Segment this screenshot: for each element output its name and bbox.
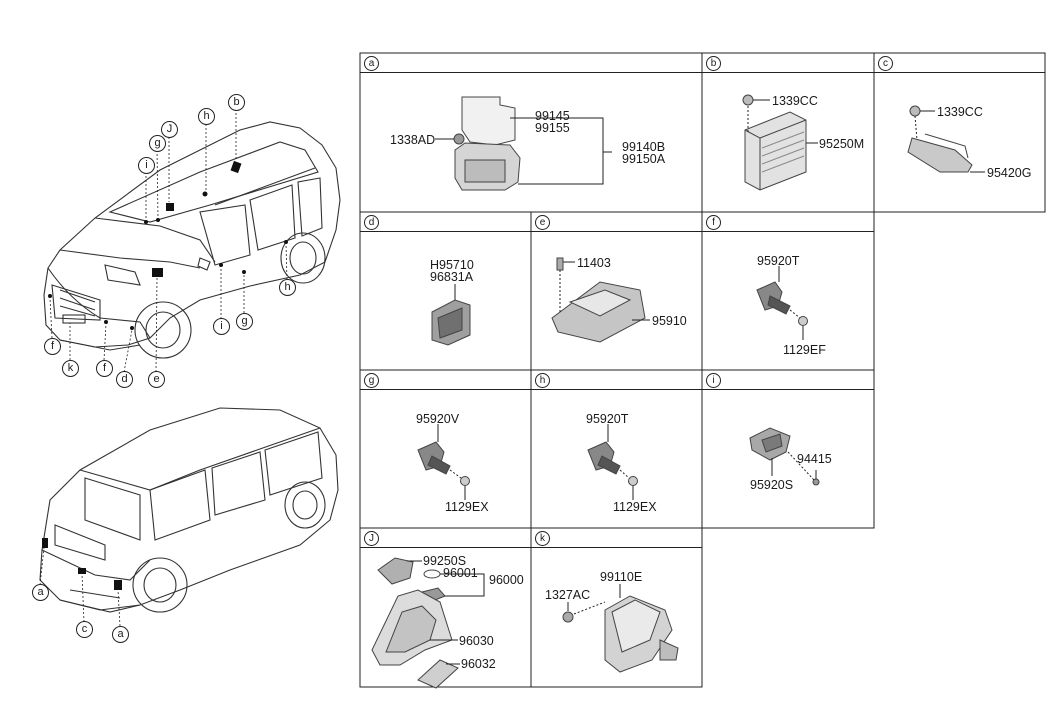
component-g-impact-sensor bbox=[417, 424, 470, 500]
cell-j-header: J bbox=[360, 528, 531, 548]
cell-d-header: d bbox=[360, 212, 531, 232]
callout-f-2: f bbox=[96, 360, 113, 377]
callout-a-2: a bbox=[112, 626, 129, 643]
component-j-camera-cover bbox=[371, 557, 485, 689]
part-number: 96000 bbox=[489, 573, 524, 587]
callout-f: f bbox=[44, 338, 61, 355]
component-k-radar-unit bbox=[562, 584, 679, 673]
cell-k-label: k bbox=[535, 531, 550, 546]
part-number: 1327AC bbox=[545, 588, 591, 602]
cell-a-header: a bbox=[360, 53, 702, 73]
part-number: 96032 bbox=[461, 657, 496, 671]
cell-j-label: J bbox=[364, 531, 379, 546]
component-e-airbag-ecu bbox=[551, 257, 650, 343]
part-number: 95920S bbox=[750, 478, 794, 492]
cell-d-label: d bbox=[364, 215, 379, 230]
callout-j: J bbox=[161, 121, 178, 138]
callout-h: h bbox=[198, 108, 215, 125]
cell-b-label: b bbox=[706, 56, 721, 71]
component-a-bracket bbox=[435, 96, 612, 191]
part-number: 95920T bbox=[757, 254, 800, 268]
part-number: 95920V bbox=[416, 412, 460, 426]
part-number: 95250M bbox=[819, 137, 865, 151]
part-number: 99140B bbox=[622, 140, 666, 154]
part-number: 96831A bbox=[430, 270, 474, 284]
callout-leaders bbox=[39, 109, 288, 627]
cell-a-label: a bbox=[364, 56, 379, 71]
cell-b-header: b bbox=[702, 53, 874, 73]
part-number: 1129EX bbox=[613, 500, 657, 514]
part-number: 95420G bbox=[987, 166, 1032, 180]
callout-a: a bbox=[32, 584, 49, 601]
callout-g: g bbox=[149, 135, 166, 152]
part-number: 99250S bbox=[423, 554, 467, 568]
part-number: 11403 bbox=[577, 256, 611, 270]
callout-i: i bbox=[138, 157, 155, 174]
callout-k: k bbox=[62, 360, 79, 377]
part-number: 1339CC bbox=[937, 105, 983, 119]
part-number: 96001 bbox=[443, 566, 478, 580]
component-i-sensor bbox=[749, 427, 820, 486]
component-f-impact-sensor bbox=[756, 266, 808, 340]
cell-k-header: k bbox=[531, 528, 702, 548]
component-c-sensor bbox=[907, 105, 985, 173]
part-number: 99110E bbox=[600, 570, 643, 584]
grid-lines bbox=[359, 52, 1046, 688]
part-number: 1129EF bbox=[783, 343, 826, 357]
cell-h-header: h bbox=[531, 370, 702, 390]
part-number: 99145 bbox=[535, 109, 570, 123]
callout-h-2: h bbox=[279, 279, 296, 296]
component-h-impact-sensor bbox=[587, 424, 638, 500]
cell-h-label: h bbox=[535, 373, 550, 388]
component-d-sensor bbox=[431, 284, 471, 346]
part-number: 94415 bbox=[797, 452, 832, 466]
cell-g-label: g bbox=[364, 373, 379, 388]
vehicle-front-view bbox=[43, 121, 341, 359]
part-number: H95710 bbox=[430, 258, 474, 272]
part-number: 99150A bbox=[622, 152, 666, 166]
part-number: 95920T bbox=[586, 412, 629, 426]
callout-d: d bbox=[116, 371, 133, 388]
callout-b: b bbox=[228, 94, 245, 111]
cell-f-header: f bbox=[702, 212, 874, 232]
cell-f-label: f bbox=[706, 215, 721, 230]
component-b-module bbox=[742, 94, 818, 191]
cell-e-header: e bbox=[531, 212, 702, 232]
callout-c: c bbox=[76, 621, 93, 638]
callout-g-2: g bbox=[236, 313, 253, 330]
cell-e-label: e bbox=[535, 215, 550, 230]
part-number: 1129EX bbox=[445, 500, 489, 514]
cell-c-header: c bbox=[874, 53, 1045, 73]
part-number: 95910 bbox=[652, 314, 687, 328]
callout-e: e bbox=[148, 371, 165, 388]
cell-c-label: c bbox=[878, 56, 893, 71]
part-number: 99155 bbox=[535, 121, 570, 135]
part-number: 1338AD bbox=[390, 133, 436, 147]
cell-i-label: i bbox=[706, 373, 721, 388]
vehicle-rear-view bbox=[39, 407, 339, 613]
part-number: 96030 bbox=[459, 634, 494, 648]
callout-i-2: i bbox=[213, 318, 230, 335]
cell-i-header: i bbox=[702, 370, 874, 390]
cell-g-header: g bbox=[360, 370, 531, 390]
sensor-markers bbox=[42, 160, 288, 590]
part-number: 1339CC bbox=[772, 94, 818, 108]
